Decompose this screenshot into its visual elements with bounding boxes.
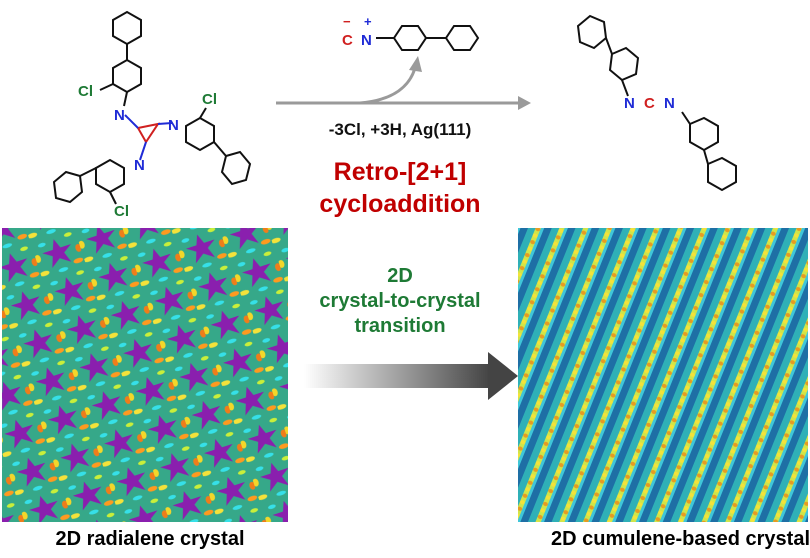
transition-label-line-2: crystal-to-crystal <box>319 290 481 312</box>
isocyanide-carbon-label: C <box>342 32 353 49</box>
branch-arrow-head <box>409 56 422 72</box>
transition-arrow-head <box>488 352 518 400</box>
reaction-arrow-head <box>518 96 531 110</box>
product-nitrogen-left: N <box>624 95 635 112</box>
reaction-name-line-1: Retro-[2+1] <box>333 158 467 186</box>
reaction-name-line-2: cycloaddition <box>319 190 481 218</box>
transition-label-line-1: 2D <box>387 265 413 287</box>
isocyanide-minus-label: − <box>343 14 351 29</box>
product-nitrogen-right: N <box>664 95 675 112</box>
reaction-conditions: -3Cl, +3H, Ag(111) <box>328 120 472 139</box>
chlorine-label-bottom: Cl <box>114 203 129 220</box>
isocyanide-molecule <box>376 25 480 51</box>
isocyanide-plus-label: + <box>364 14 372 29</box>
transition-label-line-3: transition <box>354 315 446 337</box>
cumulene-product-molecule <box>576 14 737 192</box>
cumulene-crystal-image <box>518 228 808 522</box>
product-carbon-center: C <box>644 95 655 112</box>
radialene-precursor-molecule <box>52 10 252 205</box>
radialene-crystal-image <box>2 228 288 522</box>
nitrogen-label-right: N <box>168 117 179 134</box>
chlorine-label-right: Cl <box>202 91 217 108</box>
transition-arrow-shaft <box>304 364 490 388</box>
chlorine-label-top: Cl <box>78 83 93 100</box>
branch-arrow <box>359 67 417 105</box>
nitrogen-label-bottom: N <box>134 157 145 174</box>
caption-cumulene-crystal: 2D cumulene-based crystal <box>551 528 810 550</box>
isocyanide-nitrogen-label: N <box>361 32 372 49</box>
caption-radialene-crystal: 2D radialene crystal <box>55 528 245 550</box>
nitrogen-label-top: N <box>114 107 125 124</box>
